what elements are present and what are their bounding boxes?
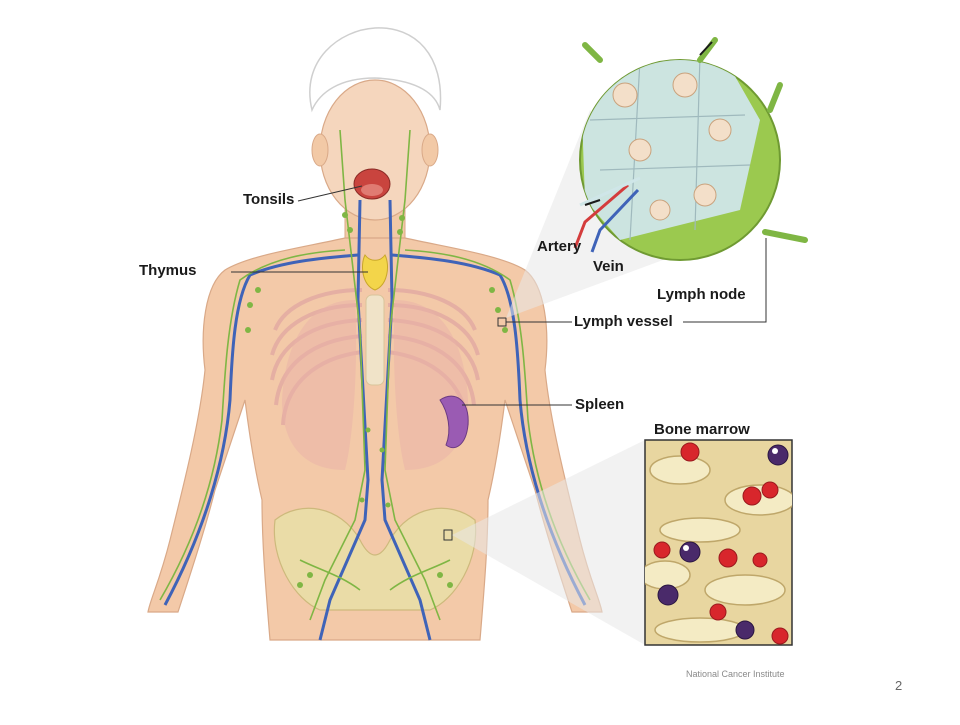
- torso: [147, 237, 603, 641]
- tonsils-label: Tonsils: [243, 191, 295, 208]
- vein-label: Vein: [593, 258, 624, 275]
- tonsils-leader: [297, 185, 363, 202]
- lymph-node-label: Lymph node: [657, 286, 746, 303]
- thymus-label: Thymus: [139, 262, 197, 279]
- lymph-node-clusters: [245, 212, 508, 588]
- human-body: [147, 27, 603, 641]
- spleen-label: Spleen: [575, 396, 625, 413]
- bone-marrow-inset: [644, 439, 793, 646]
- lymph-vessel-label: Lymph vessel: [574, 313, 673, 330]
- right-ear: [421, 133, 439, 167]
- hair: [309, 27, 442, 113]
- left-lung: [282, 300, 357, 470]
- sternum: [365, 294, 385, 386]
- artery-label: Artery: [537, 238, 582, 255]
- left-ear: [311, 133, 329, 167]
- thymus-organ: [362, 254, 388, 291]
- tongue: [361, 184, 383, 196]
- lymph-node-inset: [573, 37, 808, 261]
- leader-lines: [231, 185, 767, 406]
- spleen-organ: [439, 395, 469, 449]
- bone-marrow-zoom-cone: [452, 440, 645, 645]
- credit-text: National Cancer Institute: [686, 669, 785, 679]
- page-number: 2: [895, 678, 903, 693]
- lymph-vessel-node-leader: [683, 238, 767, 323]
- bone-marrow-label: Bone marrow: [654, 421, 750, 438]
